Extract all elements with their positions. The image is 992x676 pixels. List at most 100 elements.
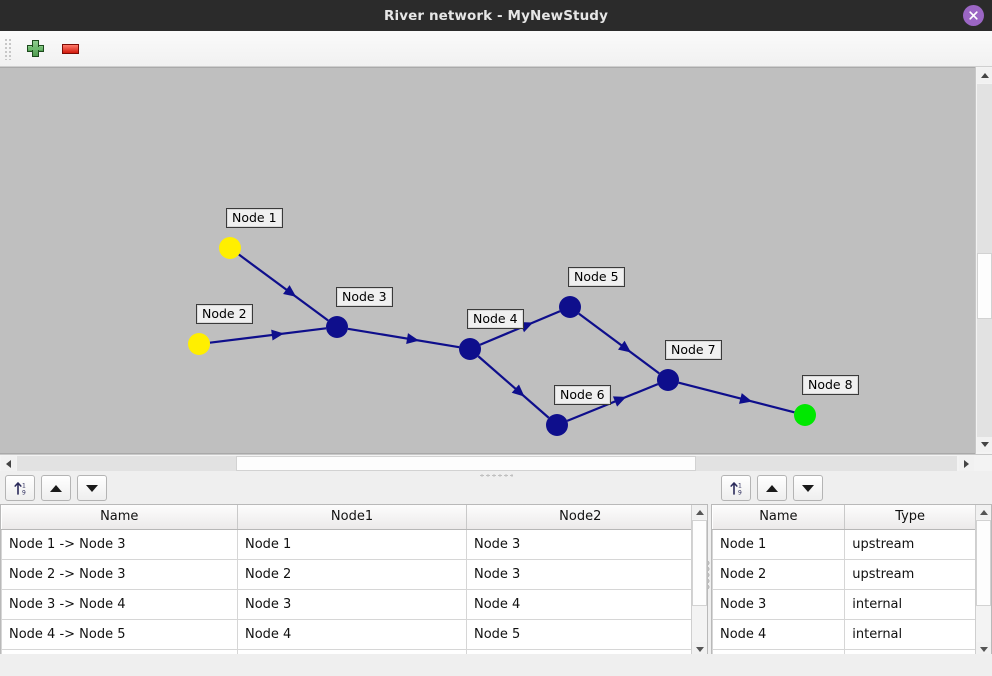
- branches-cell[interactable]: Node 4: [466, 589, 691, 620]
- scroll-right-icon[interactable]: [959, 456, 974, 471]
- nodes-move-up-button[interactable]: [757, 475, 787, 501]
- green-plus-icon: [26, 40, 44, 57]
- nodes-table-scrollbar[interactable]: [975, 505, 991, 656]
- graph-node-node-3[interactable]: [326, 316, 348, 338]
- edge-Node7-to-Node8[interactable]: [678, 381, 795, 414]
- canvas-horizontal-scrollbar[interactable]: [0, 454, 992, 471]
- branches-cell[interactable]: [1, 649, 238, 656]
- nodes-cell[interactable]: [712, 649, 846, 656]
- graph-node-node-5[interactable]: [559, 296, 581, 318]
- graph-node-label-node-8[interactable]: Node 8: [802, 375, 859, 395]
- nodes-cell[interactable]: Node 3: [712, 589, 846, 620]
- nodes-cell[interactable]: Node 4: [712, 619, 846, 650]
- nodes-cell[interactable]: internal: [844, 589, 975, 620]
- branches-move-down-button[interactable]: [77, 475, 107, 501]
- branches-sort-button[interactable]: 1 9: [5, 475, 35, 501]
- branches-cell[interactable]: Node 3 -> Node 4: [1, 589, 238, 620]
- graph-node-node-2[interactable]: [188, 333, 210, 355]
- edge-Node1-to-Node3[interactable]: [238, 253, 329, 322]
- red-rectangle-icon: [61, 43, 79, 54]
- add-node-button[interactable]: [21, 35, 49, 63]
- network-canvas-area[interactable]: Node 1 Node 2 Node 3 Node 4 Node 5 Node 6 Node…: [0, 67, 992, 454]
- branches-cell[interactable]: Node 2 -> Node 3: [1, 559, 238, 590]
- graph-node-label-node-1[interactable]: Node 1: [226, 208, 283, 228]
- nodes-cell[interactable]: Node 2: [712, 559, 846, 590]
- nodes-column-header-name[interactable]: Name: [712, 505, 846, 530]
- branches-cell[interactable]: Node 5: [466, 619, 691, 650]
- scroll-left-icon[interactable]: [1, 456, 16, 471]
- scroll-up-icon[interactable]: [977, 68, 992, 83]
- branches-cell[interactable]: Node 1 -> Node 3: [1, 529, 238, 560]
- graph-node-label-node-7[interactable]: Node 7: [665, 340, 722, 360]
- branches-table-row[interactable]: [1, 649, 691, 656]
- graph-node-node-4[interactable]: [459, 338, 481, 360]
- nodes-column-header-type[interactable]: Type: [844, 505, 975, 530]
- close-icon[interactable]: [963, 5, 984, 26]
- branches-cell[interactable]: Node 1: [237, 529, 467, 560]
- nodes-cell[interactable]: upstream: [844, 529, 975, 560]
- nodes-table-row[interactable]: [712, 649, 975, 656]
- branches-cell[interactable]: Node 4 -> Node 5: [1, 619, 238, 650]
- scroll-down-icon[interactable]: [977, 437, 992, 452]
- graph-node-label-node-2[interactable]: Node 2: [196, 304, 253, 324]
- nodes-cell[interactable]: internal: [844, 619, 975, 650]
- branches-cell[interactable]: [237, 649, 467, 656]
- vertical-splitter-grip-icon: [706, 560, 710, 590]
- nodes-sort-button[interactable]: 1 9: [721, 475, 751, 501]
- edge-Node6-to-Node7[interactable]: [566, 383, 659, 422]
- edge-Node5-to-Node7[interactable]: [578, 312, 660, 375]
- graph-node-label-node-6[interactable]: Node 6: [554, 385, 611, 405]
- nodes-cell[interactable]: [844, 649, 975, 656]
- nodes-move-down-button[interactable]: [793, 475, 823, 501]
- graph-node-node-8[interactable]: [794, 404, 816, 426]
- graph-node-node-7[interactable]: [657, 369, 679, 391]
- graph-node-node-1[interactable]: [219, 237, 241, 259]
- branches-scroll-down-icon[interactable]: [692, 642, 707, 656]
- edge-Node4-to-Node6[interactable]: [477, 355, 550, 419]
- branches-cell[interactable]: Node 3: [237, 589, 467, 620]
- canvas-vscroll-thumb[interactable]: [977, 253, 992, 319]
- branches-table-scrollbar[interactable]: [691, 505, 707, 656]
- branches-column-header-name[interactable]: Name: [1, 505, 238, 530]
- nodes-scroll-up-icon[interactable]: [976, 505, 991, 519]
- nodes-scroll-down-icon[interactable]: [976, 642, 991, 656]
- branches-cell[interactable]: Node 3: [466, 529, 691, 560]
- graph-node-label-node-3[interactable]: Node 3: [336, 287, 393, 307]
- status-bar: [0, 654, 992, 676]
- arrowhead-icon: [406, 333, 420, 345]
- graph-node-label-node-4[interactable]: Node 4: [467, 309, 524, 329]
- branches-cell[interactable]: Node 2: [237, 559, 467, 590]
- branches-move-up-button[interactable]: [41, 475, 71, 501]
- branches-column-header-node2[interactable]: Node2: [466, 505, 691, 530]
- nodes-scroll-thumb[interactable]: [976, 520, 991, 606]
- vertical-splitter[interactable]: [705, 500, 711, 650]
- delete-node-button[interactable]: [56, 35, 84, 63]
- triangle-up-icon: [766, 484, 778, 492]
- graph-node-label-node-5[interactable]: Node 5: [568, 267, 625, 287]
- branches-cell[interactable]: Node 3: [466, 559, 691, 590]
- canvas-hscroll-thumb[interactable]: [236, 456, 696, 471]
- svg-text:1: 1: [22, 483, 26, 490]
- horizontal-splitter[interactable]: [0, 471, 992, 480]
- edge-Node2-to-Node3[interactable]: [209, 327, 327, 344]
- edge-Node3-to-Node4[interactable]: [347, 327, 460, 349]
- graph-node-node-6[interactable]: [546, 414, 568, 436]
- nodes-cell[interactable]: upstream: [844, 559, 975, 590]
- nodes-cell[interactable]: Node 1: [712, 529, 846, 560]
- branches-cell[interactable]: Node 4: [237, 619, 467, 650]
- toolbar-grip[interactable]: [4, 37, 13, 60]
- branches-cell[interactable]: [466, 649, 691, 656]
- canvas-vertical-scrollbar[interactable]: [975, 67, 992, 454]
- branches-column-header-node1[interactable]: Node1: [237, 505, 467, 530]
- network-canvas[interactable]: Node 1 Node 2 Node 3 Node 4 Node 5 Node 6 Node…: [0, 68, 975, 454]
- branches-scroll-up-icon[interactable]: [692, 505, 707, 519]
